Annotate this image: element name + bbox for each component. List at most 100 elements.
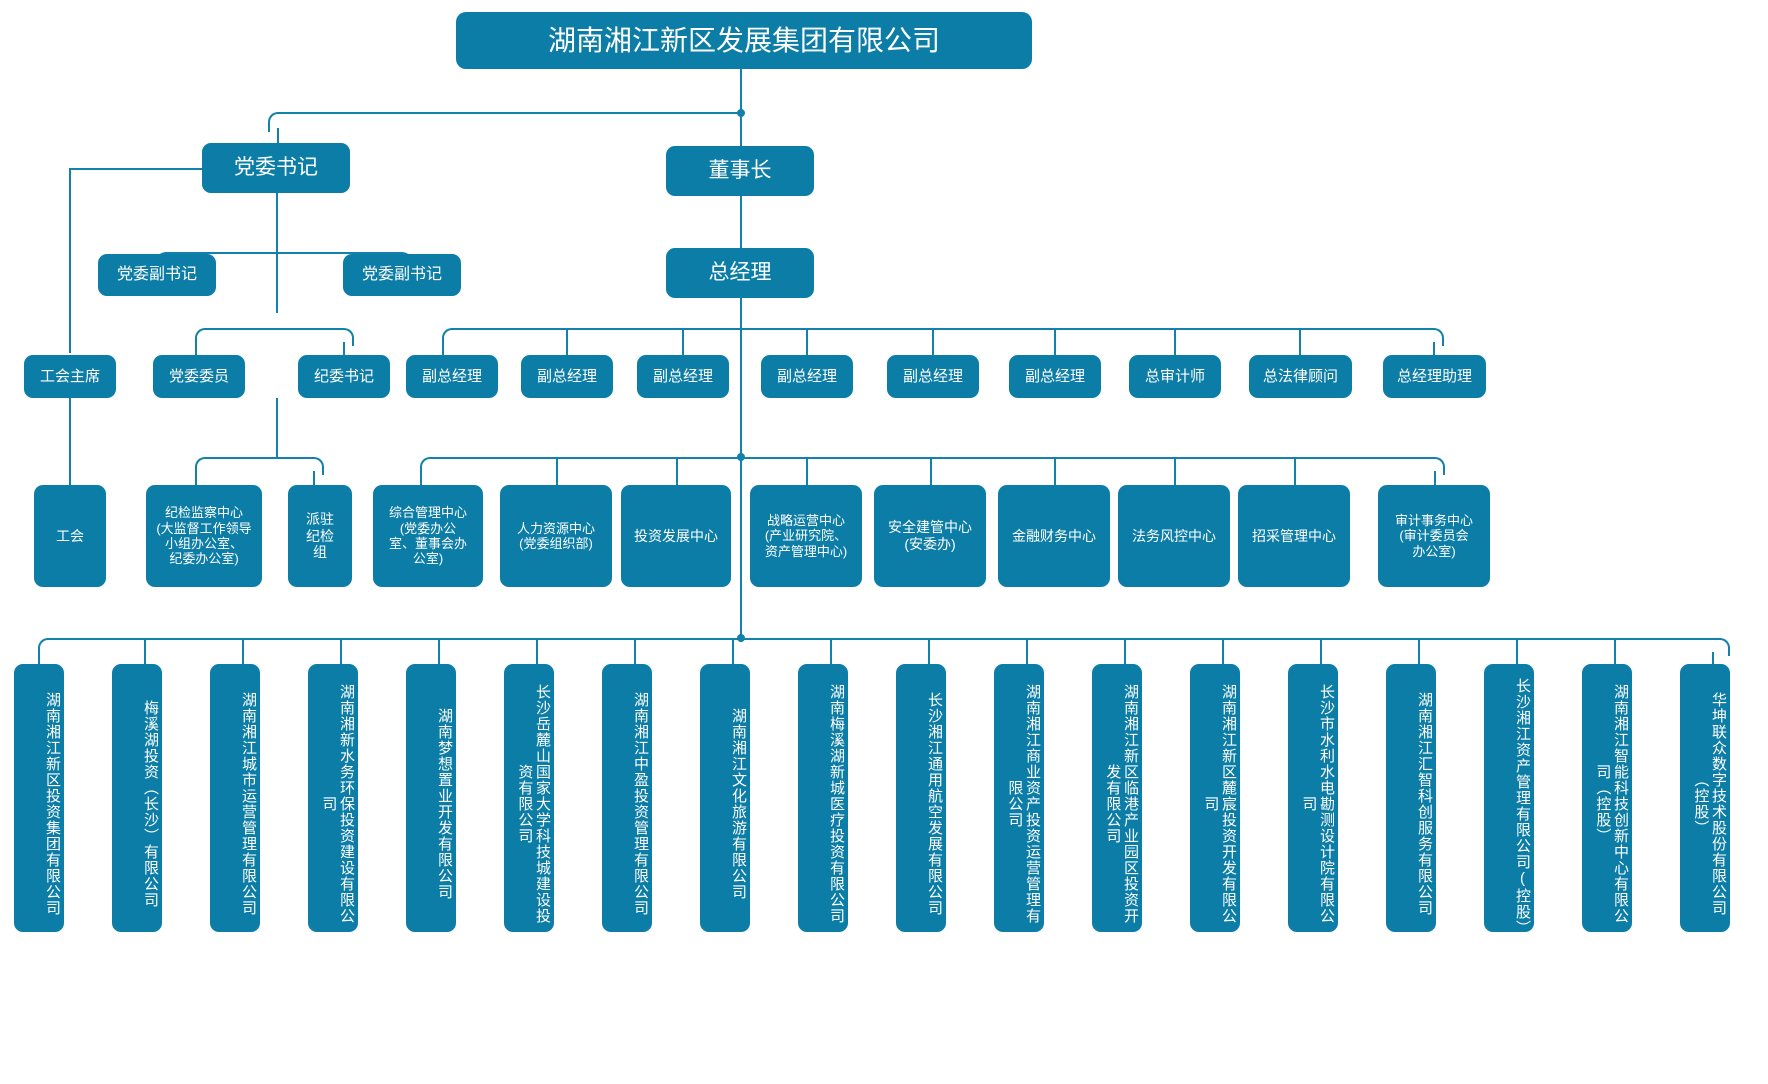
org-node-dept-procurement[interactable]: 招采管理中心	[1238, 485, 1350, 587]
connector-dept-stub-9	[1434, 471, 1436, 485]
org-node-chief-auditor[interactable]: 总审计师	[1129, 355, 1221, 398]
org-node-label: 副总经理	[776, 367, 837, 385]
connector-sub-stub-13	[1222, 638, 1224, 664]
org-node-label: 湖南湘江商业资产投资运营管理有限公司	[1006, 684, 1041, 924]
connector-sub-stub-1	[38, 652, 40, 664]
org-node-deputy-gm-5[interactable]: 副总经理	[887, 355, 979, 398]
connector-root-down	[740, 69, 742, 113]
connector-dept-stub-5	[930, 457, 932, 485]
org-node-deputy-gm-4[interactable]: 副总经理	[761, 355, 853, 398]
org-node-label: 副总经理	[1024, 367, 1085, 385]
org-node-subsidiary-6[interactable]: 长沙岳麓山国家大学科技城建设投资有限公司	[504, 664, 554, 932]
org-node-dept-general-management[interactable]: 综合管理中心(党委办公室、董事会办公室)	[373, 485, 483, 587]
org-node-chairman[interactable]: 董事长	[666, 146, 814, 196]
org-node-subsidiary-13[interactable]: 湖南湘江新区麓宸投资开发有限公司	[1190, 664, 1240, 932]
connector-exec-stub-2	[566, 328, 568, 355]
org-node-subsidiary-15[interactable]: 湖南湘江汇智科创服务有限公司	[1386, 664, 1436, 932]
org-node-dept-discipline-inspection[interactable]: 纪检监察中心(大监督工作领导小组办公室、纪委办公室)	[146, 485, 262, 587]
connector-main-spine	[740, 112, 742, 642]
org-node-label: 长沙湘江通用航空发展有限公司	[926, 692, 943, 916]
org-node-label: 湖南湘新水务环保投资建设有限公司	[320, 684, 355, 924]
org-node-deputy-gm-2[interactable]: 副总经理	[521, 355, 613, 398]
org-node-subsidiary-9[interactable]: 湖南梅溪湖新城医疗投资有限公司	[798, 664, 848, 932]
org-node-label: 总经理助理	[1396, 367, 1472, 385]
org-node-subsidiary-7[interactable]: 湖南湘江中盈投资管理有限公司	[602, 664, 652, 932]
connector-union-chair-bar	[70, 168, 202, 170]
connector-dept-stub-8	[1294, 457, 1296, 485]
org-node-label: 纪委书记	[313, 367, 374, 385]
org-node-dept-strategic-operations[interactable]: 战略运营中心(产业研究院、资产管理中心)	[750, 485, 862, 587]
org-node-label: 工会	[56, 527, 84, 544]
connector-exec-stub-6	[1054, 328, 1056, 355]
org-node-dept-finance[interactable]: 金融财务中心	[998, 485, 1110, 587]
org-node-label: 审计事务中心(审计委员会办公室)	[1394, 513, 1473, 559]
org-node-subsidiary-1[interactable]: 湖南湘江新区投资集团有限公司	[14, 664, 64, 932]
connector-sub-stub-7	[634, 638, 636, 664]
org-node-dept-safety-construction[interactable]: 安全建管中心(安委办)	[874, 485, 986, 587]
org-node-party-secretary[interactable]: 党委书记	[202, 143, 350, 193]
org-node-subsidiary-11[interactable]: 湖南湘江商业资产投资运营管理有限公司	[994, 664, 1044, 932]
connector-sub-stub-16	[1516, 638, 1518, 664]
org-node-label: 湖南湘江文化旅游有限公司	[730, 708, 747, 900]
org-node-label: 湖南梦想置业开发有限公司	[436, 708, 453, 900]
org-node-label: 湖南梅溪湖新城医疗投资有限公司	[828, 684, 845, 924]
org-node-subsidiary-8[interactable]: 湖南湘江文化旅游有限公司	[700, 664, 750, 932]
org-node-subsidiary-2[interactable]: 梅溪湖投资（长沙）有限公司	[112, 664, 162, 932]
org-node-subsidiary-10[interactable]: 长沙湘江通用航空发展有限公司	[896, 664, 946, 932]
org-node-label: 董事长	[708, 158, 772, 182]
org-node-label: 安全建管中心(安委办)	[888, 519, 972, 552]
connector-sub-stub-8	[732, 638, 734, 664]
org-node-subsidiary-17[interactable]: 湖南湘江智能科技创新中心有限公司（控股）	[1582, 664, 1632, 932]
org-node-root[interactable]: 湖南湘江新区发展集团有限公司	[456, 12, 1032, 69]
connector-chair-to-gm	[740, 196, 742, 248]
org-node-union-chairman[interactable]: 工会主席	[24, 355, 116, 398]
org-node-deputy-party-secretary-2[interactable]: 党委副书记	[343, 254, 461, 296]
connector-elbow-pm-left	[195, 328, 213, 346]
connector-dept-bar	[429, 457, 1436, 459]
org-node-dept-investment-development[interactable]: 投资发展中心	[621, 485, 731, 587]
connector-jijian-right-down	[313, 471, 315, 485]
org-node-dept-union[interactable]: 工会	[34, 485, 106, 587]
junction-dot-departments	[737, 453, 745, 461]
org-node-deputy-gm-1[interactable]: 副总经理	[406, 355, 498, 398]
org-node-label: 招采管理中心	[1252, 527, 1336, 544]
org-node-dept-legal-risk-control[interactable]: 法务风控中心	[1118, 485, 1230, 587]
org-node-general-manager[interactable]: 总经理	[666, 248, 814, 298]
org-node-dept-audit[interactable]: 审计事务中心(审计委员会办公室)	[1378, 485, 1490, 587]
org-node-label: 湖南湘江中盈投资管理有限公司	[632, 692, 649, 916]
connector-sub-stub-18	[1712, 652, 1714, 664]
connector-dept-stub-6	[1054, 457, 1056, 485]
org-node-label: 金融财务中心	[1012, 527, 1096, 544]
org-node-subsidiary-5[interactable]: 湖南梦想置业开发有限公司	[406, 664, 456, 932]
connector-elbow-dangwei	[268, 112, 286, 132]
connector-sub-stub-17	[1614, 638, 1616, 664]
org-node-label: 湖南湘江汇智科创服务有限公司	[1416, 692, 1433, 916]
org-node-deputy-gm-6[interactable]: 副总经理	[1009, 355, 1101, 398]
org-node-dept-stationed-discipline-team[interactable]: 派驻纪检组	[288, 485, 352, 587]
org-node-deputy-gm-3[interactable]: 副总经理	[637, 355, 729, 398]
connector-elbow-dept-right	[1427, 457, 1445, 475]
org-node-gm-assistant[interactable]: 总经理助理	[1383, 355, 1486, 398]
org-node-deputy-party-secretary-1[interactable]: 党委副书记	[98, 254, 216, 296]
org-node-subsidiary-3[interactable]: 湖南湘江城市运营管理有限公司	[210, 664, 260, 932]
org-node-subsidiary-18[interactable]: 华坤联众数字技术股份有限公司（控股）	[1680, 664, 1730, 932]
connector-exec-stub-5	[932, 328, 934, 355]
connector-sub-stub-15	[1418, 638, 1420, 664]
connector-elbow-jijian-right	[306, 457, 324, 475]
connector-dept-stub-2	[556, 457, 558, 485]
org-node-subsidiary-14[interactable]: 长沙市水利水电勘测设计院有限公司	[1288, 664, 1338, 932]
org-node-party-committee-member[interactable]: 党委委员	[153, 355, 245, 398]
org-node-label: 投资发展中心	[634, 527, 718, 544]
connector-subs-bar	[47, 638, 1721, 640]
org-node-chief-legal-counsel[interactable]: 总法律顾问	[1249, 355, 1352, 398]
connector-exec-stub-4	[806, 328, 808, 355]
org-node-label: 战略运营中心(产业研究院、资产管理中心)	[764, 513, 848, 559]
org-node-label: 长沙岳麓山国家大学科技城建设投资有限公司	[516, 684, 551, 924]
org-node-subsidiary-16[interactable]: 长沙湘江资产管理有限公司(控股）	[1484, 664, 1534, 936]
org-node-subsidiary-12[interactable]: 湖南湘江新区临港产业园区投资开发有限公司	[1092, 664, 1142, 932]
org-node-discipline-secretary[interactable]: 纪委书记	[298, 355, 390, 398]
org-node-subsidiary-4[interactable]: 湖南湘新水务环保投资建设有限公司	[308, 664, 358, 932]
connector-pm-left-down	[195, 342, 197, 355]
org-node-dept-human-resources[interactable]: 人力资源中心(党委组织部)	[500, 485, 612, 587]
